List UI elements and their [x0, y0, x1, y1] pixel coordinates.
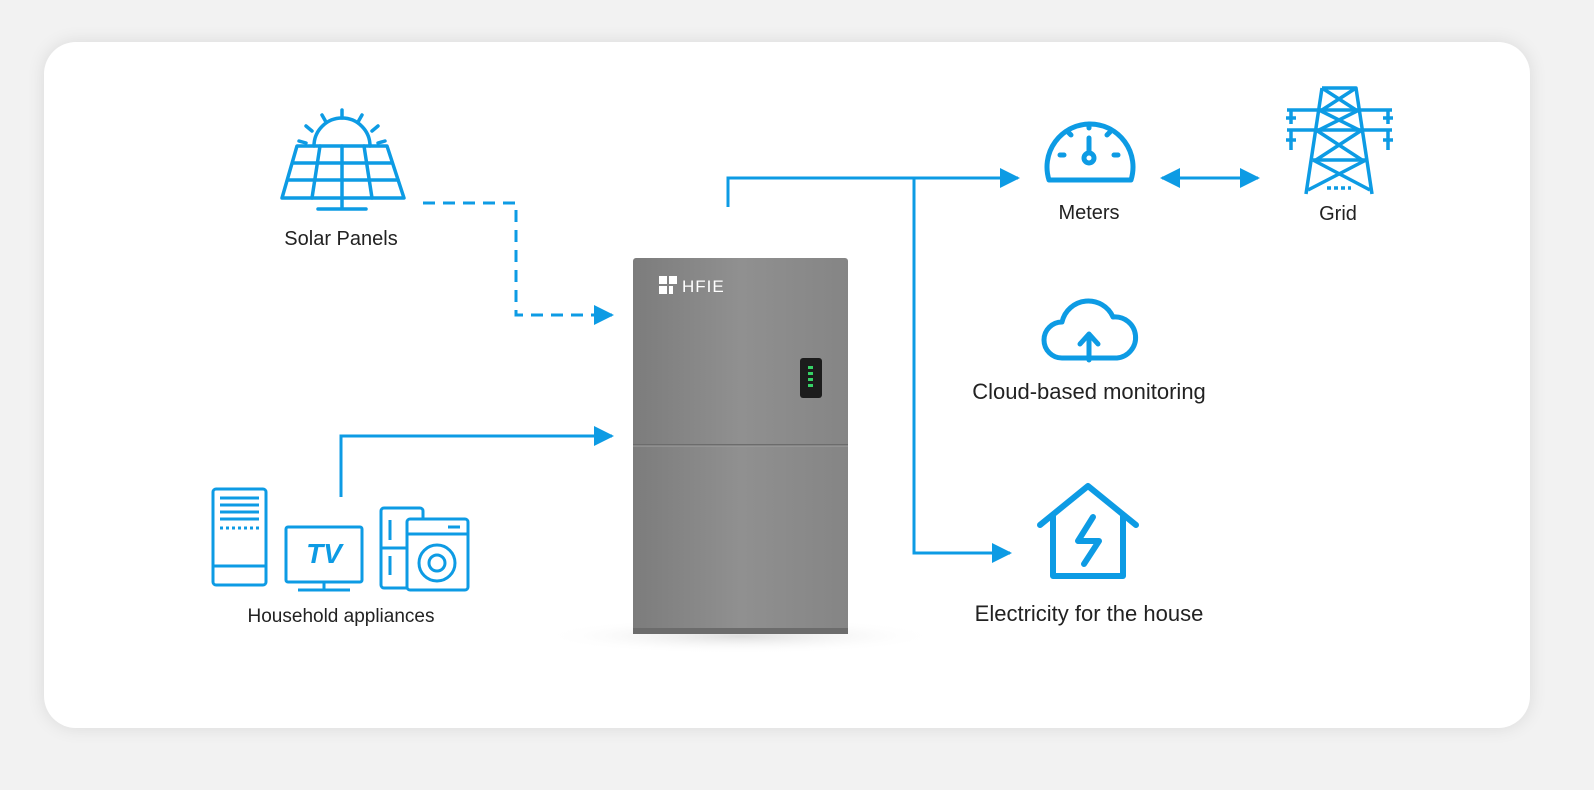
- house-electricity-label: Electricity for the house: [974, 601, 1204, 626]
- tv-label: TV: [306, 538, 344, 569]
- cloud-monitoring-label: Cloud-based monitoring: [972, 379, 1206, 404]
- battery-cabinet: [633, 258, 848, 634]
- solar-panel-icon: [280, 108, 406, 211]
- meters-label: Meters: [1058, 202, 1120, 224]
- output-connector: [726, 168, 1020, 563]
- household-appliances-label: Household appliances: [247, 606, 435, 627]
- appliance-connector: [339, 426, 614, 497]
- power-tower-icon: [1286, 86, 1393, 195]
- solar-connector: [423, 201, 614, 325]
- cloud-upload-icon: [1041, 298, 1139, 363]
- household-appliances-icon: [211, 487, 470, 592]
- brand-name: HFIE: [682, 277, 725, 296]
- brand-logo: [659, 276, 677, 294]
- meter-gauge-icon: [1044, 121, 1136, 183]
- grid-label: Grid: [1319, 203, 1357, 225]
- solar-panels-label: Solar Panels: [284, 228, 398, 250]
- house-lightning-icon: [1037, 483, 1139, 579]
